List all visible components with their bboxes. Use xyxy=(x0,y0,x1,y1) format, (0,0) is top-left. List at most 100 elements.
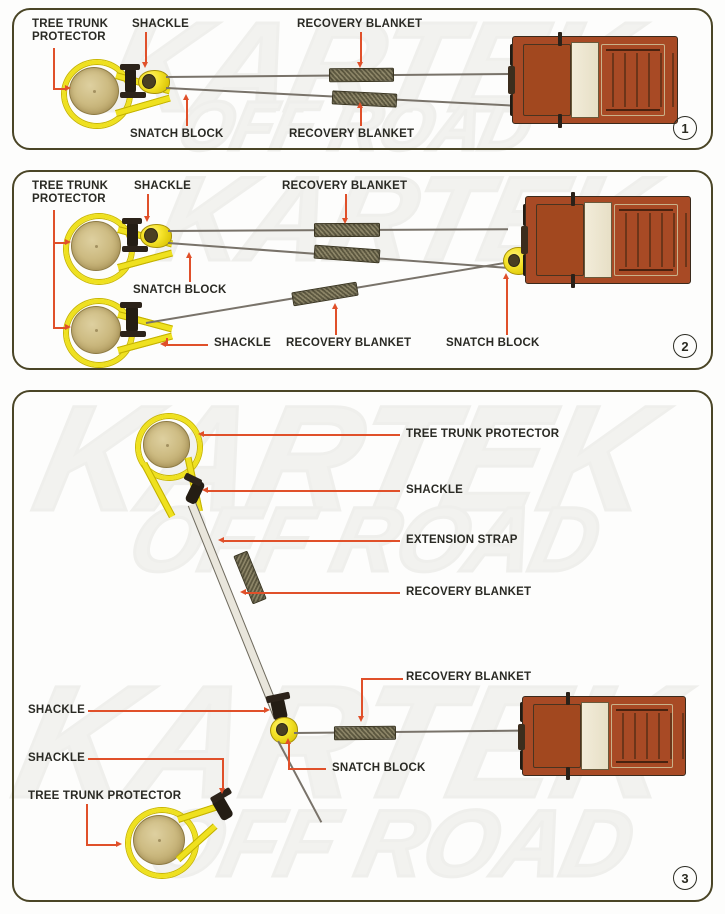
arrowhead-shackle-lower-left-3 xyxy=(219,788,225,794)
label-recovery-blanket-top-1: RECOVERY BLANKET xyxy=(297,18,423,30)
recovery-blanket-cable-3-icon xyxy=(333,725,397,741)
truck-bed-2-icon xyxy=(614,204,687,276)
shackle-upper-pin-icon xyxy=(122,218,142,224)
leader-snatch-block-3-v xyxy=(288,744,290,768)
recovery-blanket-2-upper-icon xyxy=(313,222,381,238)
label-shackle-1: SHACKLE xyxy=(132,18,189,30)
leader-shackle-lower-left-3-v xyxy=(222,758,224,790)
leader-blanket-cable-3-h xyxy=(361,678,403,680)
leader-blanket-top-2 xyxy=(345,194,347,220)
label-extension-strap-3: EXTENSION STRAP xyxy=(406,534,518,546)
leader-tree-2-h xyxy=(53,242,67,244)
panel-setup-1: TREE TRUNK PROTECTOR SHACKLE RECOVERY BL… xyxy=(12,8,713,150)
label-tree-trunk-protector-bottom-3: TREE TRUNK PROTECTOR xyxy=(28,790,182,802)
leader-shackle-lower-left-3-h xyxy=(88,758,222,760)
bed-rail-top-3-icon xyxy=(616,709,668,711)
front-bumper-icon xyxy=(508,66,515,94)
bed-rail-top-2-icon xyxy=(619,209,673,211)
snatch-block-hub-icon xyxy=(142,74,156,89)
leader-snatch-truck-2 xyxy=(506,279,508,335)
arrowhead-blanket-cable-3 xyxy=(358,716,364,722)
arrowhead-tree-2-lower xyxy=(65,324,71,330)
leader-snatch-tree-2 xyxy=(189,258,191,282)
leader-tree-2-v2 xyxy=(53,242,55,327)
label-recovery-blanket-cable-3: RECOVERY BLANKET xyxy=(406,671,532,683)
leader-tree-1-h xyxy=(53,88,67,90)
label-snatch-block-truck-2: SNATCH BLOCK xyxy=(446,337,540,349)
leader-tree-2-h2 xyxy=(53,327,67,329)
arrowhead-snatch-tree-2 xyxy=(186,252,192,258)
leader-ttp-bottom-3-v xyxy=(86,804,88,844)
label-recovery-blanket-bottom-1: RECOVERY BLANKET xyxy=(289,128,415,140)
shackle-upper-icon xyxy=(127,221,138,248)
leader-ttp-top-3 xyxy=(204,434,400,436)
leader-shackle-bot-2-v xyxy=(166,338,168,344)
label-tree-trunk-protector-top-3: TREE TRUNK PROTECTOR xyxy=(406,428,560,440)
panel-number-3: 3 xyxy=(673,866,697,890)
bed-rail-bottom-3-icon xyxy=(616,761,668,763)
mirror-left-2-icon xyxy=(571,192,575,206)
recovery-blanket-upper-icon xyxy=(328,67,395,83)
tree-trunk-icon xyxy=(69,67,119,115)
panel-number-1: 1 xyxy=(673,116,697,140)
leader-snatch-block-3-h xyxy=(288,768,326,770)
front-bumper-3-icon xyxy=(518,724,525,750)
leader-shackle-bot-2-h xyxy=(166,344,208,346)
truck-cab-2-icon xyxy=(536,204,584,276)
arrowhead-shackle-top-3 xyxy=(202,487,208,493)
mirror-left-3-icon xyxy=(566,692,570,705)
shackle-upper-body-icon xyxy=(122,246,148,252)
truck-cab-3-icon xyxy=(533,704,581,768)
tree-trunk-protector-icon xyxy=(60,58,171,128)
label-shackle-top-2: SHACKLE xyxy=(134,180,191,192)
label-tree-trunk-protector-2: TREE TRUNK PROTECTOR xyxy=(32,180,109,205)
mirror-right-icon xyxy=(558,114,562,128)
truck-windshield-2-icon xyxy=(584,202,612,278)
arrowhead-shackle-bot-2 xyxy=(160,341,166,347)
label-recovery-blanket-bottom-2: RECOVERY BLANKET xyxy=(286,337,412,349)
tree-trunk-lower-icon xyxy=(71,306,121,354)
leader-extension-strap-3 xyxy=(224,540,400,542)
truck-body-icon xyxy=(512,36,678,124)
mirror-right-3-icon xyxy=(566,767,570,780)
pickup-truck-top-view-icon xyxy=(504,32,686,128)
truck-bed-3-icon xyxy=(611,704,684,768)
leader-blanket-top-1 xyxy=(360,32,362,64)
leader-shackle-top-2 xyxy=(147,194,149,218)
truck-body-3-icon xyxy=(522,696,686,776)
leader-shackle-1 xyxy=(145,32,147,64)
tree-trunk-protector-upper-icon xyxy=(62,212,173,284)
tree-trunk-protector-top-3-icon xyxy=(126,407,209,522)
arrowhead-snatch-truck-2 xyxy=(503,273,509,279)
leader-blanket-bot-2 xyxy=(335,309,337,335)
mirror-right-2-icon xyxy=(571,274,575,288)
leader-shackle-top-3 xyxy=(208,490,400,492)
arrowhead-extension-strap-3 xyxy=(218,537,224,543)
panel-setup-2: TREE TRUNK PROTECTOR SHACKLE RECOVERY BL… xyxy=(12,170,713,370)
arrowhead-tree-1 xyxy=(65,85,71,91)
tree-trunk-protector-bottom-3-icon xyxy=(122,790,232,882)
label-tree-trunk-protector-1: TREE TRUNK PROTECTOR xyxy=(32,18,109,43)
leader-blanket-strap-3 xyxy=(246,592,400,594)
arrowhead-blanket-top-1 xyxy=(357,62,363,68)
leader-blanket-cable-3-v xyxy=(361,678,363,718)
leader-blanket-bot-1 xyxy=(360,108,362,126)
snatch-block-truck-hub-icon xyxy=(508,254,520,267)
arrowhead-ttp-top-3 xyxy=(198,431,204,437)
bed-rail-bottom-icon xyxy=(606,109,660,111)
recovery-blanket-2-middle-icon xyxy=(313,244,381,264)
arrowhead-shackle-upper-left-3 xyxy=(264,707,270,713)
truck-body-2-icon xyxy=(525,196,691,284)
snatch-block-tree-hub-icon xyxy=(144,228,158,243)
truck-windshield-3-icon xyxy=(581,702,609,770)
leader-tree-2-v xyxy=(53,210,55,242)
panel-setup-3: TREE TRUNK PROTECTOR SHACKLE EXTENSION S… xyxy=(12,390,713,902)
mirror-left-icon xyxy=(558,32,562,46)
shackle-icon xyxy=(125,67,136,94)
winch-cable-to-lower-tree-icon xyxy=(276,740,323,823)
label-snatch-block-tree-2: SNATCH BLOCK xyxy=(133,284,227,296)
tree-trunk-top-3-icon xyxy=(143,421,190,468)
arrowhead-shackle-1 xyxy=(142,62,148,68)
pickup-truck-top-view-2-icon xyxy=(517,192,699,288)
